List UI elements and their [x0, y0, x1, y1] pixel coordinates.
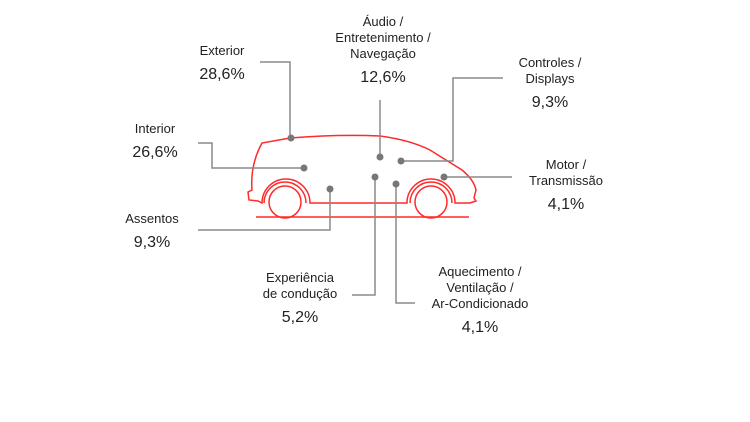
leader-lines [198, 61, 512, 304]
category-name: Interior [134, 121, 176, 136]
category-name: Assentos [125, 211, 179, 226]
category-name-line: Ar-Condicionado [431, 296, 529, 311]
label-audio: Áudio / Entretenimento / Navegação 12,6% [335, 14, 430, 86]
category-value: 26,6% [132, 144, 178, 161]
category-value: 9,3% [531, 94, 569, 111]
category-name-line: Controles / [518, 55, 582, 70]
category-name-line: Experiência [266, 270, 334, 285]
category-name-line: de condução [262, 286, 338, 301]
category-value: 4,1% [547, 196, 585, 213]
category-name-line: Displays [525, 71, 575, 86]
label-controles: Controles / Displays 9,3% [519, 55, 582, 111]
car-outline [247, 134, 478, 219]
category-value: 5,2% [281, 309, 319, 326]
category-value: 28,6% [199, 66, 245, 83]
category-name-line: Entretenimento / [335, 30, 431, 45]
label-aquecimento: Aquecimento / Ventilação / Ar-Condiciona… [432, 264, 529, 336]
category-value: 12,6% [360, 69, 406, 86]
category-name-line: Motor / [545, 157, 587, 172]
category-name-line: Navegação [350, 46, 416, 61]
category-name-line: Ventilação / [446, 280, 514, 295]
category-value: 9,3% [133, 234, 171, 251]
category-name-line: Aquecimento / [438, 264, 522, 279]
label-motor: Motor / Transmissão 4,1% [529, 157, 603, 213]
label-exterior: Exterior 28,6% [199, 43, 244, 83]
category-value: 4,1% [461, 319, 499, 336]
label-interior: Interior 26,6% [132, 121, 177, 161]
label-assentos: Assentos 9,3% [125, 211, 178, 251]
marker-dots [287, 134, 448, 193]
label-experiencia: Experiência de condução 5,2% [263, 270, 337, 326]
category-name-line: Áudio / [362, 14, 404, 29]
category-name: Exterior [199, 43, 245, 58]
category-name-line: Transmissão [529, 173, 603, 188]
